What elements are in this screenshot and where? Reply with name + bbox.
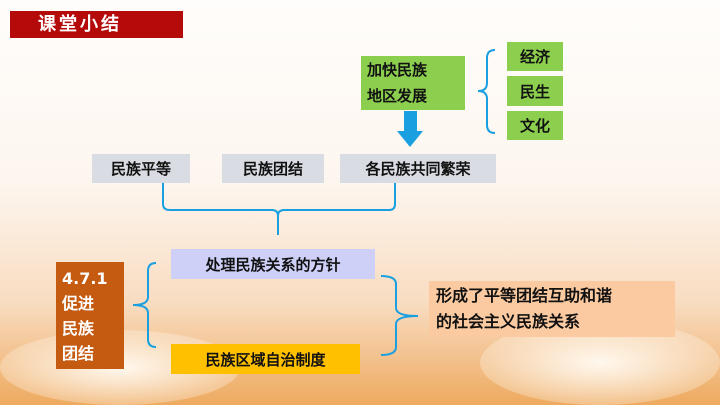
- dev-item: 文化: [507, 111, 563, 140]
- section-line: 团结: [62, 343, 95, 363]
- dev-line1: 加快民族: [367, 61, 428, 79]
- bracket: [162, 183, 396, 235]
- principle-box: 各民族共同繁荣: [340, 154, 496, 183]
- result-line: 的社会主义民族关系: [436, 312, 581, 331]
- section-box: 4.7.1 促进 民族 团结: [56, 262, 124, 369]
- dev-item: 经济: [507, 42, 563, 71]
- bracket: [380, 275, 419, 356]
- bracket: [132, 262, 157, 348]
- page-title: 课堂小结: [10, 11, 183, 38]
- policy-box: 处理民族关系的方针: [171, 249, 375, 279]
- result-box: 形成了平等团结互助和谐 的社会主义民族关系: [429, 281, 675, 337]
- system-box: 民族区域自治制度: [171, 344, 360, 374]
- section-number: 4.7.1: [62, 268, 108, 288]
- section-line: 促进: [62, 293, 95, 313]
- section-line: 民族: [62, 318, 95, 338]
- arrow-down-icon: [397, 111, 423, 147]
- result-line: 形成了平等团结互助和谐: [436, 286, 613, 305]
- bracket: [477, 49, 496, 134]
- dev-box: 加快民族 地区发展: [361, 56, 465, 110]
- dev-item: 民生: [507, 76, 563, 106]
- principle-box: 民族团结: [222, 154, 324, 183]
- principle-box: 民族平等: [92, 154, 190, 183]
- dev-line2: 地区发展: [367, 87, 428, 105]
